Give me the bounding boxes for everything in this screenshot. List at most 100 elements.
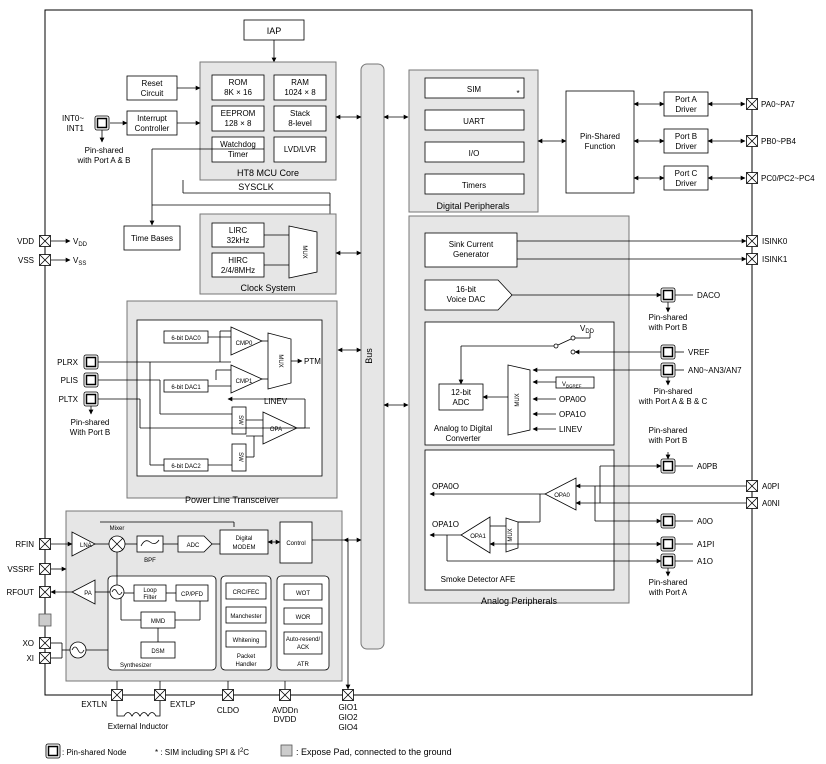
opa0o-label: OPA0O — [432, 482, 459, 491]
svg-text:CP/PFD: CP/PFD — [181, 592, 204, 598]
legend-expose-pad: : Expose Pad, connected to the ground — [296, 747, 452, 757]
svg-text:PLIS: PLIS — [61, 376, 78, 385]
port-a-pins: PA0~PA7 — [761, 100, 795, 109]
plt-mux — [267, 332, 292, 390]
svg-text:DSM: DSM — [151, 649, 164, 655]
watchdog-label: Watchdog — [220, 140, 256, 149]
opa1o-label: OPA1O — [432, 520, 459, 529]
svg-text:XO: XO — [22, 639, 34, 648]
port-b: Port B Driver PB0~PB4 — [633, 128, 796, 154]
svg-text:Reset: Reset — [142, 79, 164, 88]
external-inductor — [116, 701, 161, 717]
svg-text:AVDDn: AVDDn — [272, 706, 298, 715]
svg-text:With Port B: With Port B — [70, 428, 110, 437]
cldo-pin: CLDO — [217, 681, 239, 715]
int-pin-note: Pin-shared — [85, 146, 124, 155]
port-c-pins: PC0/PC2~PC4 — [761, 174, 815, 183]
svg-text:INT1: INT1 — [67, 124, 85, 133]
int-pin-node — [94, 115, 110, 131]
xi-pin: XI — [26, 652, 51, 664]
rf-control — [279, 521, 313, 564]
svg-text:MUX: MUX — [515, 393, 521, 406]
analog-peripherals-title: Analog Peripherals — [481, 596, 558, 606]
mux-input-linev: LINEV — [559, 425, 583, 434]
xo-pin: XO — [22, 637, 51, 649]
port-a: Port A Driver PA0~PA7 — [633, 91, 795, 117]
svg-text:External Inductor: External Inductor — [108, 722, 169, 731]
a0pb-label: A0PB — [697, 462, 717, 471]
eeprom-label: EEPROM — [221, 109, 256, 118]
svg-text:Control: Control — [286, 541, 305, 547]
svg-text:Driver: Driver — [675, 105, 697, 114]
vref-label: VREF — [688, 348, 709, 357]
svg-text:ADC: ADC — [453, 398, 470, 407]
int-pin-label: INT0~ — [62, 114, 84, 123]
plt-title: Power Line Transceiver — [185, 495, 279, 505]
rom-label: ROM — [229, 78, 248, 87]
bus-label: Bus — [364, 348, 374, 364]
stack-size: 8-level — [288, 119, 312, 128]
expose-pad — [38, 613, 52, 627]
svg-text:Sink Current: Sink Current — [449, 240, 494, 249]
sim-label: SIM — [467, 85, 482, 94]
vss-pin: VSS VSS — [18, 254, 86, 267]
a1pi-label: A1PI — [697, 540, 714, 549]
dac1-label: 6-bit DAC1 — [171, 385, 201, 391]
a1o-label: A1O — [697, 557, 713, 566]
svg-text:12-bit: 12-bit — [451, 388, 472, 397]
svg-text:Mixer: Mixer — [110, 526, 125, 532]
extln-pin: EXTLN — [81, 681, 123, 709]
mux-input-opa1o: OPA1O — [559, 410, 586, 419]
svg-text:Handler: Handler — [235, 662, 256, 668]
svg-text:with Port B: with Port B — [648, 323, 688, 332]
svg-text:LNA: LNA — [80, 543, 92, 549]
svg-text:VBGREF: VBGREF — [562, 382, 582, 389]
clock-mux — [288, 225, 318, 279]
mux-input-opa0o: OPA0O — [559, 395, 586, 404]
svg-text:PLRX: PLRX — [57, 358, 79, 367]
svg-text:Pin-shared: Pin-shared — [654, 387, 693, 396]
bpf — [136, 535, 164, 553]
legend: : Pin-shared Node * : SIM including SPI … — [45, 743, 452, 759]
gio-pin: GIO1 GIO2 GIO4 — [338, 540, 358, 732]
svg-text:Port C: Port C — [675, 169, 698, 178]
ram-size: 1024 × 8 — [284, 88, 316, 97]
svg-text:GIO2: GIO2 — [338, 713, 358, 722]
atr-label: ATR — [297, 662, 309, 668]
svg-text:RFIN: RFIN — [15, 540, 34, 549]
svg-text:Circuit: Circuit — [141, 89, 164, 98]
svg-text:OPA0: OPA0 — [554, 493, 570, 499]
watchdog-timer: Timer — [228, 150, 248, 159]
sw-bottom — [231, 443, 247, 472]
linev-label: LINEV — [264, 397, 288, 406]
svg-text:32kHz: 32kHz — [227, 236, 250, 245]
a0o-label: A0O — [697, 517, 713, 526]
sysclk-label: SYSCLK — [238, 182, 274, 192]
pin-shared-function — [565, 90, 635, 194]
an-pins-label: AN0~AN3/AN7 — [688, 366, 742, 375]
extlp-pin: EXTLP — [154, 681, 195, 709]
svg-text:Voice DAC: Voice DAC — [447, 295, 486, 304]
svg-text:MUX: MUX — [508, 528, 514, 541]
svg-text:MUX: MUX — [277, 354, 283, 367]
adc-12bit — [438, 383, 484, 411]
svg-text:Converter: Converter — [445, 434, 480, 443]
svg-text:2/4/8MHz: 2/4/8MHz — [221, 266, 255, 275]
wor: WOR — [296, 615, 311, 621]
svg-text:with Port A & B & C: with Port A & B & C — [638, 397, 708, 406]
svg-text:CMP0: CMP0 — [236, 341, 253, 347]
stack-label: Stack — [290, 109, 311, 118]
svg-text:Generator: Generator — [453, 250, 489, 259]
whitening: Whitening — [233, 638, 260, 644]
dac2-label: 6-bit DAC2 — [171, 464, 201, 470]
svg-text:Time Bases: Time Bases — [131, 234, 173, 243]
wot: WOT — [296, 591, 310, 597]
a0pi-label: A0PI — [762, 482, 779, 491]
plis-pin: PLIS — [61, 369, 232, 415]
manchester: Manchester — [230, 614, 261, 620]
svg-text:MMD: MMD — [151, 619, 166, 625]
svg-text:VDD: VDD — [73, 237, 88, 248]
vssrf-pin: VSSRF — [7, 563, 67, 575]
smoke-detector-group — [424, 449, 615, 591]
svg-text:VSS: VSS — [18, 256, 34, 265]
